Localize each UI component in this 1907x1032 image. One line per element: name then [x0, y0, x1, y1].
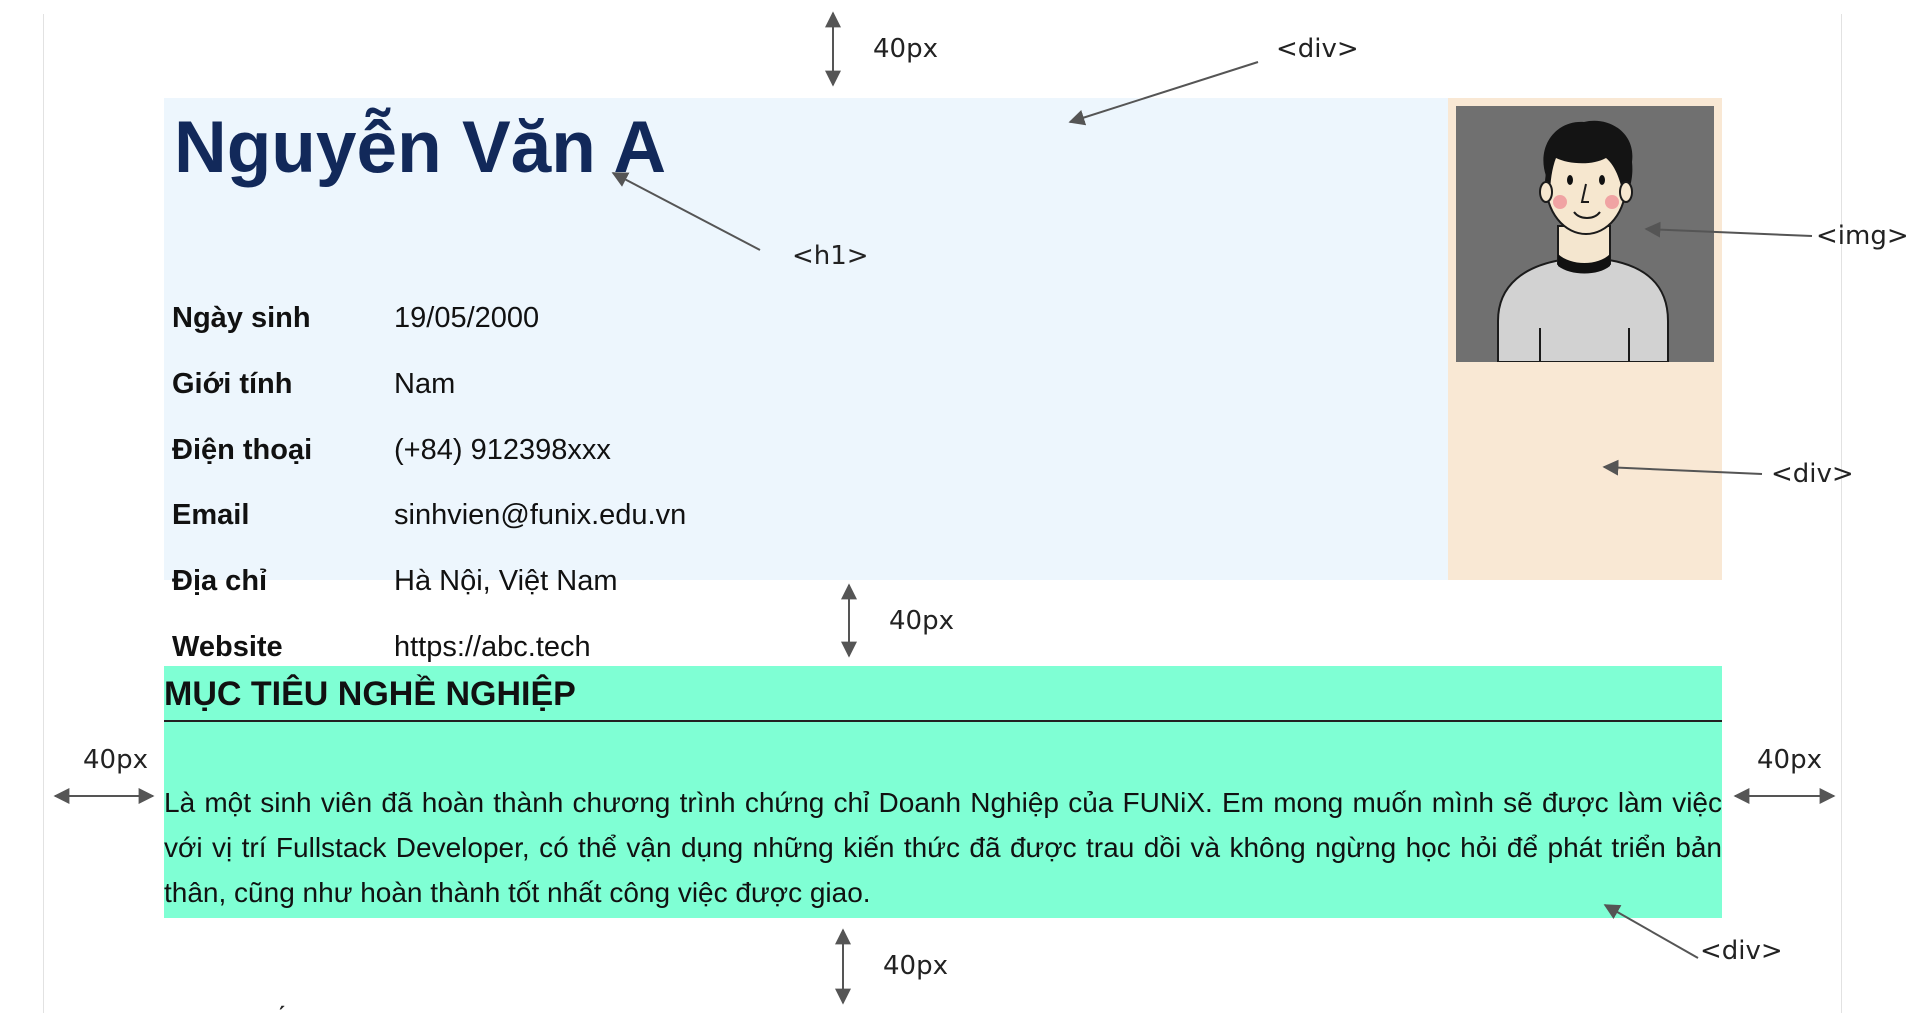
info-row-birthday: Ngày sinh 19/05/2000	[172, 298, 539, 338]
objective-title: MỤC TIÊU NGHỀ NGHIỆP	[164, 675, 576, 713]
info-label: Website	[172, 630, 283, 663]
left-gap-label: 40px	[83, 745, 148, 775]
photo-div-label: <div>	[1771, 459, 1854, 489]
middle-gap-label: 40px	[889, 606, 954, 636]
page-edge-right	[1841, 14, 1842, 1013]
top-gap-label: 40px	[873, 34, 938, 64]
avatar-icon	[1456, 106, 1714, 362]
info-row-phone: Điện thoại (+84) 912398xxx	[172, 430, 611, 470]
photo-div	[1448, 98, 1722, 580]
info-value: Nam	[394, 367, 456, 400]
info-value[interactable]: https://abc.tech	[394, 630, 591, 663]
cut-off-text: ˊ	[277, 1001, 287, 1032]
info-value: 19/05/2000	[394, 301, 540, 334]
info-label: Email	[172, 498, 250, 531]
info-div-label: <div>	[1276, 34, 1359, 64]
info-row-email: Email sinhvien@funix.edu.vn	[172, 495, 686, 535]
info-label: Giới tính	[172, 367, 293, 400]
page-edge-left	[43, 14, 44, 1013]
objective-divider	[164, 720, 1722, 722]
objective-text: Là một sinh viên đã hoàn thành chương tr…	[164, 787, 1722, 908]
objective-div-label: <div>	[1700, 936, 1783, 966]
info-div: Nguyễn Văn A Ngày sinh 19/05/2000 Giới t…	[164, 98, 1448, 663]
name-heading: Nguyễn Văn A	[174, 107, 667, 188]
info-value: (+84) 912398xxx	[394, 433, 611, 466]
info-row-gender: Giới tính Nam	[172, 364, 455, 404]
info-value[interactable]: sinhvien@funix.edu.vn	[394, 498, 687, 531]
h1-tag-label: <h1>	[792, 241, 869, 271]
info-label: Ngày sinh	[172, 301, 311, 334]
avatar-image	[1456, 106, 1714, 362]
info-value: Hà Nội, Việt Nam	[394, 564, 618, 597]
info-label: Điện thoại	[172, 433, 313, 466]
objective-div: MỤC TIÊU NGHỀ NGHIỆP Là một sinh viên đã…	[164, 666, 1722, 918]
info-row-address: Địa chỉ Hà Nội, Việt Nam	[172, 561, 618, 601]
info-row-website: Website https://abc.tech	[172, 627, 591, 667]
info-label: Địa chỉ	[172, 564, 268, 597]
img-tag-label: <img>	[1816, 221, 1907, 251]
bottom-gap-label: 40px	[883, 951, 948, 981]
right-gap-label: 40px	[1757, 745, 1822, 775]
